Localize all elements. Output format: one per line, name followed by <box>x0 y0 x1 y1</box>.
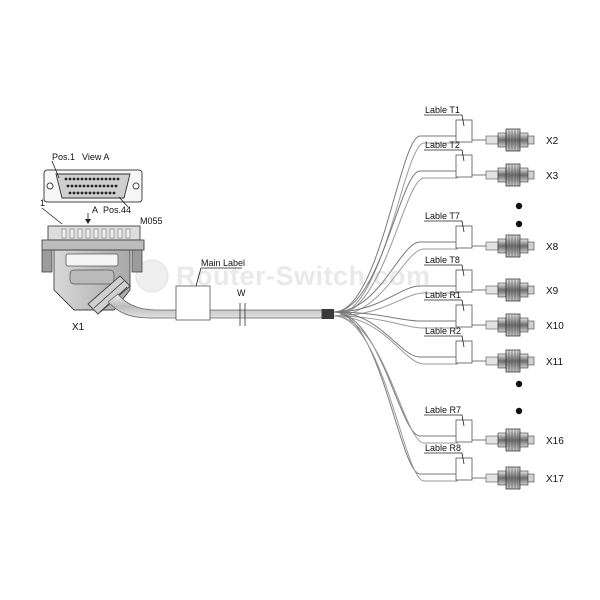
continuation-dots <box>515 202 523 415</box>
connector-label: X11 <box>546 357 563 368</box>
arrow-a-label: A <box>92 205 98 215</box>
cable-tag <box>455 269 473 293</box>
bnc-connector-icon <box>485 163 535 187</box>
connector-label: X3 <box>546 171 559 182</box>
view-a-label: View A <box>82 152 109 162</box>
branch-x8: Lable T7 X8 <box>424 211 559 258</box>
breakout-wires <box>333 135 458 482</box>
branch-x11: Lable R2 X11 <box>424 326 563 373</box>
connector-label: X9 <box>546 286 559 297</box>
bnc-connector-icon <box>485 278 535 302</box>
connector-label: X10 <box>546 321 564 332</box>
branch-label: Lable T1 <box>425 105 460 115</box>
watermark-logo-icon <box>135 259 169 293</box>
dsub-connector-x1: 1 A M055 X1 <box>40 198 163 333</box>
connector-pin-array <box>64 177 120 195</box>
bnc-connector-icon <box>485 313 535 337</box>
main-label-text: Main Label <box>201 258 245 268</box>
branch-label: Lable T7 <box>425 211 460 221</box>
cable-tag <box>455 419 473 443</box>
ellipsis-dot-icon <box>515 380 523 388</box>
connector-label: X17 <box>546 474 564 485</box>
bnc-connector-icon <box>485 466 535 490</box>
connector-label: X16 <box>546 436 564 447</box>
branch-label: Lable R2 <box>425 326 461 336</box>
main-cable: W Main Label <box>107 258 334 326</box>
cable-tag <box>455 304 473 328</box>
bnc-connector-icon <box>485 128 535 152</box>
cable-tag <box>455 119 473 143</box>
ellipsis-dot-icon <box>515 407 523 415</box>
ellipsis-dot-icon <box>515 220 523 228</box>
branch-label: Lable R7 <box>425 405 461 415</box>
connector-view-a: Pos.1 View A Pos.44 <box>43 152 143 215</box>
ellipsis-dot-icon <box>515 202 523 210</box>
bnc-connector-icon <box>485 234 535 258</box>
pin-one-label: 1 <box>40 198 45 208</box>
branch-label: Lable T8 <box>425 255 460 265</box>
branch-label: Lable R8 <box>425 443 461 453</box>
pos44-label: Pos.44 <box>103 205 131 215</box>
cable-tag <box>455 457 473 481</box>
branch-x3: Lable T2 X3 <box>424 140 559 187</box>
wire-w-label: W <box>237 288 246 298</box>
branch-x17: Lable R8 X17 <box>424 443 564 490</box>
part-number-label: M055 <box>140 216 163 226</box>
pos1-label: Pos.1 <box>52 152 75 162</box>
cable-tag <box>455 225 473 249</box>
connector-label: X8 <box>546 242 559 253</box>
main-label-sleeve <box>175 285 211 321</box>
x1-label: X1 <box>72 322 85 333</box>
connector-label: X2 <box>546 136 559 147</box>
branch-x2: Lable T1 X2 <box>424 105 559 152</box>
branch-label: Lable R1 <box>425 290 461 300</box>
branch-x9: Lable T8 X9 <box>424 255 559 302</box>
branch-label: Lable T2 <box>425 140 460 150</box>
branch-x10: Lable R1 X10 <box>424 290 564 337</box>
branch-x16: Lable R7 X16 <box>424 405 564 452</box>
cable-tag <box>455 340 473 364</box>
bnc-connector-icon <box>485 428 535 452</box>
bnc-connector-icon <box>485 349 535 373</box>
cable-tag <box>455 154 473 178</box>
